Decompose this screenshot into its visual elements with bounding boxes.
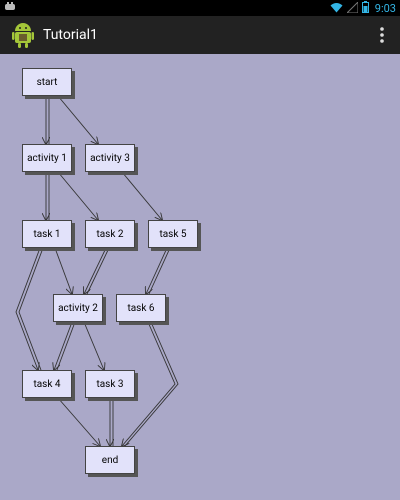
edge-start-activity3 bbox=[57, 95, 98, 144]
edge-activity2-task4 bbox=[54, 321, 73, 370]
edge-task4-end bbox=[57, 397, 100, 446]
edge-activity3-task5 bbox=[121, 171, 162, 220]
app-title: Tutorial1 bbox=[43, 27, 98, 43]
action-bar: Tutorial1 bbox=[0, 16, 400, 54]
node-start[interactable]: start bbox=[22, 68, 72, 96]
node-task-5[interactable]: task 5 bbox=[148, 220, 198, 248]
battery-icon bbox=[361, 1, 369, 16]
status-bar: 9:03 bbox=[0, 0, 400, 16]
edge-task6-end bbox=[122, 321, 176, 446]
edge-activity1-task2 bbox=[57, 171, 98, 220]
node-task-1[interactable]: task 1 bbox=[22, 220, 72, 248]
status-icons: 9:03 bbox=[330, 0, 396, 16]
node-end[interactable]: end bbox=[85, 446, 135, 474]
edge-task5-task6 bbox=[146, 247, 168, 294]
node-task-3[interactable]: task 3 bbox=[85, 370, 135, 398]
node-task-2[interactable]: task 2 bbox=[85, 220, 135, 248]
node-activity-3[interactable]: activity 3 bbox=[85, 144, 135, 172]
node-task-4[interactable]: task 4 bbox=[22, 370, 72, 398]
edge-task1-activity2 bbox=[54, 247, 72, 294]
clock: 9:03 bbox=[374, 2, 396, 15]
android-app-icon[interactable] bbox=[10, 20, 36, 50]
wifi-icon bbox=[330, 2, 343, 16]
overflow-menu-icon[interactable] bbox=[376, 25, 388, 45]
workflow-canvas[interactable]: start activity 1 activity 3 task 1 task … bbox=[0, 54, 400, 500]
edge-activity2-task3 bbox=[83, 321, 104, 370]
edges-layer bbox=[15, 95, 179, 500]
node-activity-2[interactable]: activity 2 bbox=[53, 294, 103, 322]
edge-task1-task4 bbox=[15, 247, 41, 370]
signal-icon bbox=[345, 0, 359, 16]
edge-task2-activity2 bbox=[84, 247, 107, 294]
notification-icon bbox=[4, 2, 16, 15]
node-task-6[interactable]: task 6 bbox=[116, 294, 166, 322]
node-activity-1[interactable]: activity 1 bbox=[22, 144, 72, 172]
